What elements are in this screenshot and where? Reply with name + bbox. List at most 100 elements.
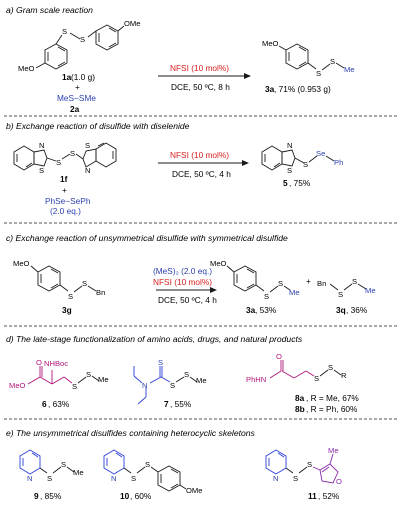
sulfur-atom: S xyxy=(86,370,91,379)
methoxy-text: MeO xyxy=(262,39,279,48)
methoxy-text: MeO xyxy=(13,259,30,268)
sulfur-atom: S xyxy=(158,358,163,367)
compound-1a xyxy=(35,24,125,70)
methyl-group: Me xyxy=(365,286,376,295)
methyl-group: Me xyxy=(73,468,84,477)
methyl-group: Me xyxy=(289,288,300,297)
catalyst-a: NFSI (10 mol%) xyxy=(170,63,229,73)
reagent-diselenide: PhSe−SePh xyxy=(45,196,91,206)
sulfur-atom: S xyxy=(39,166,44,175)
nitrogen-atom: N xyxy=(27,474,32,483)
compound-7 xyxy=(133,366,171,405)
disulfide-bond-10 xyxy=(123,465,187,492)
section-e-heading: e) The unsymmetrical disulfides containi… xyxy=(6,428,256,438)
methyl-group: Me xyxy=(98,375,109,384)
compound-10 xyxy=(103,449,125,475)
benzyl-group: Bn xyxy=(96,288,105,297)
reagent-2a-formula: MeS−SMe xyxy=(57,93,96,103)
yield-5: , 75% xyxy=(289,178,311,188)
conditions-b: DCE, 50 ºC, 4 h xyxy=(172,169,231,179)
phenyl-group: Ph xyxy=(334,158,343,167)
yield-9: , 85% xyxy=(40,491,62,501)
reagent-c: (MeS)₂ (2.0 eq.) xyxy=(153,266,212,276)
nitrogen-atom: N xyxy=(111,474,116,483)
nitrogen-atom: N xyxy=(273,474,278,483)
compound-label-1a: 1a xyxy=(62,72,72,82)
sulfur-atom: S xyxy=(338,290,343,299)
sulfur-atom: S xyxy=(307,460,312,469)
sulfur-atom: S xyxy=(264,292,269,301)
sulfur-atom: S xyxy=(293,474,298,483)
nitrogen-atom: N xyxy=(287,141,292,150)
compound-label-9: 9 xyxy=(34,491,39,501)
compound-label-3a: 3a xyxy=(265,84,275,94)
furan-ring xyxy=(312,453,339,484)
compound-label-3a: 3a xyxy=(246,305,256,315)
nitrogen-atom: N xyxy=(142,381,147,390)
yield-3a: , 71% (0.953 g) xyxy=(274,84,331,94)
sulfur-atom: S xyxy=(62,27,67,36)
methoxy-text: OMe xyxy=(186,486,202,495)
sulfur-atom: S xyxy=(184,370,189,379)
oxygen-atom: O xyxy=(36,358,42,367)
sulfur-atom: S xyxy=(80,35,85,44)
compound-label-11: 11 xyxy=(308,491,317,501)
compound-label-10: 10 xyxy=(120,491,130,501)
yield-7: , 55% xyxy=(170,399,192,409)
yield-10: , 60% xyxy=(130,491,152,501)
disulfide-bond-6 xyxy=(77,375,100,384)
disulfide-bond-11 xyxy=(285,466,308,474)
sulfur-atom: S xyxy=(330,57,335,66)
methyl-group: Me xyxy=(328,446,339,455)
yield-11: , 52% xyxy=(318,491,340,501)
compound-1f xyxy=(13,142,117,171)
sulfur-atom: S xyxy=(82,279,87,288)
compound-5 xyxy=(261,145,335,171)
plus-sign: + xyxy=(62,185,67,195)
catalyst-c: NFSI (10 mol%) xyxy=(153,277,212,287)
r-group: R xyxy=(341,371,347,380)
sulfur-atom: S xyxy=(170,381,175,390)
oxygen-atom: O xyxy=(276,352,282,361)
yield-3a-c: , 53% xyxy=(255,305,277,315)
sulfur-atom: S xyxy=(314,374,319,383)
sulfur-atom: S xyxy=(131,474,136,483)
methyl-group: Me xyxy=(344,65,355,74)
sulfur-atom: S xyxy=(278,279,283,288)
yield-6: , 63% xyxy=(48,399,70,409)
disulfide-bond-7 xyxy=(175,376,198,383)
compound-3a xyxy=(278,43,345,71)
compound-label-3g: 3g xyxy=(62,305,72,315)
section-a-heading: a) Gram scale reaction xyxy=(6,5,93,15)
sulfur-atom: S xyxy=(316,69,321,78)
compound-label-3q: 3q xyxy=(336,305,346,315)
compound-3a-c xyxy=(226,265,291,293)
section-d-heading: d) The late-stage functionalization of a… xyxy=(6,334,303,344)
nhboc-group: NHBoc xyxy=(44,359,68,368)
plus-sign: + xyxy=(75,82,80,92)
sulfur-atom: S xyxy=(145,460,150,469)
compound-label-8a: 8a xyxy=(295,393,305,403)
compound-label-1f: 1f xyxy=(60,174,68,184)
compound-6 xyxy=(27,366,73,385)
compound-label-7: 7 xyxy=(164,399,169,409)
yield-8b: , R = Ph, 60% xyxy=(306,404,358,414)
sulfur-atom: S xyxy=(85,141,90,150)
anilide-group: PhHN xyxy=(246,375,266,384)
benzyl-group: Bn xyxy=(317,279,326,288)
sulfur-atom: S xyxy=(287,166,292,175)
yield-8a: , R = Me, 67% xyxy=(306,393,359,403)
methoxy-text: OMe xyxy=(124,19,140,28)
section-b-heading: b) Exchange reaction of disulfide with d… xyxy=(6,121,190,131)
catalyst-b: NFSI (10 mol%) xyxy=(170,150,229,160)
compound-11 xyxy=(265,449,287,475)
compound-8 xyxy=(269,360,315,379)
sulfur-atom: S xyxy=(68,292,73,301)
compound-3g xyxy=(30,265,97,293)
conditions-c: DCE, 50 ºC, 4 h xyxy=(158,295,217,305)
selenium-atom: Se xyxy=(316,149,325,158)
sulfur-atom: S xyxy=(47,474,52,483)
sulfur-atom: S xyxy=(61,460,66,469)
plus-sign: + xyxy=(306,276,311,286)
